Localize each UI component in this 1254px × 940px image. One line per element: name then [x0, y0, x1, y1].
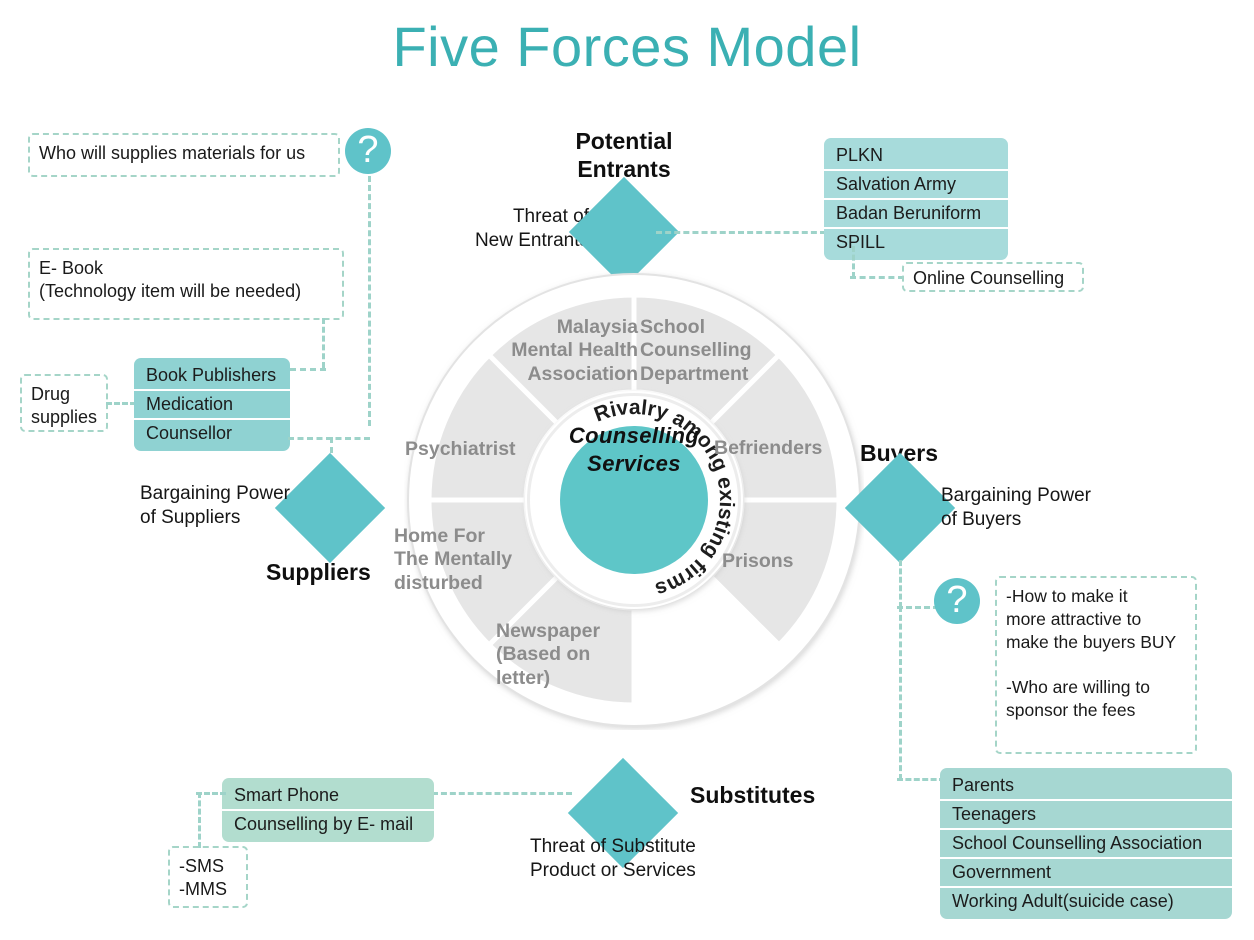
suppliers-drug-note: Drug supplies	[20, 374, 108, 432]
suppliers-items-box[interactable]: Book Publishers Medication Counsellor	[134, 358, 290, 451]
connector-sms-vertical	[198, 792, 201, 848]
buyers-diamond[interactable]	[844, 452, 956, 564]
list-item: Salvation Army	[824, 171, 1008, 200]
connector-ebook-vertical	[322, 318, 325, 368]
list-item: Counsellor	[146, 423, 233, 443]
wheel-segment-malaysia-mental-health-association: Malaysia Mental Health Association	[511, 316, 638, 385]
wheel-segment-psychiatrist: Psychiatrist	[405, 438, 516, 460]
connector-sms-horizontal	[196, 792, 226, 795]
wheel-segment-newspaper: Newspaper (Based on letter)	[496, 620, 601, 689]
suppliers-question-box: Who will supplies materials for us	[28, 133, 340, 177]
suppliers-heading: Suppliers	[266, 559, 371, 585]
connector-drug-horizontal	[106, 402, 136, 405]
connector-suppliers-question-vertical	[368, 176, 371, 426]
connector-suppliers-box-horizontal	[288, 437, 370, 440]
connector-buyers-list-vertical	[899, 606, 902, 780]
list-item: Medication	[134, 391, 290, 420]
wheel-segment-prisons: Prisons	[722, 550, 794, 572]
entrants-heading: Potential Entrants	[575, 128, 673, 182]
buyers-questions-box: -How to make it more attractive to make …	[995, 576, 1197, 754]
list-item: Smart Phone	[222, 782, 434, 811]
substitutes-sms-note: -SMS -MMS	[168, 846, 248, 908]
connector-buyers-diamond-vertical	[899, 560, 902, 608]
wheel-segment-befrienders: Befrienders	[714, 437, 823, 459]
connector-ebook-horizontal	[290, 368, 326, 371]
list-item: Government	[940, 859, 1232, 888]
substitutes-heading: Substitutes	[690, 782, 816, 808]
question-mark-icon-buyers: ?	[934, 578, 980, 624]
list-item: SPILL	[836, 232, 886, 252]
list-item: Book Publishers	[134, 362, 290, 391]
list-item: School Counselling Association	[940, 830, 1232, 859]
page-title: Five Forces Model	[392, 15, 862, 78]
list-item: Counselling by E- mail	[234, 814, 414, 834]
connector-substitutes-horizontal	[432, 792, 572, 795]
connector-online-counselling-horizontal	[850, 276, 904, 279]
entrants-online-counselling-note: Online Counselling	[902, 262, 1084, 292]
connector-buyers-list-horizontal	[897, 778, 945, 781]
wheel-segment-school-counselling-department: School Counselling Department	[640, 316, 752, 385]
wheel-center-label: Counselling Services	[568, 423, 700, 476]
wheel-svg: Rivalry among existing firms	[407, 273, 861, 727]
list-item: Teenagers	[940, 801, 1232, 830]
connector-online-counselling-vertical	[852, 246, 855, 278]
list-item: Badan Beruniform	[824, 200, 1008, 229]
suppliers-ebook-note: E- Book (Technology item will be needed)	[28, 248, 344, 320]
substitutes-threat-label: Threat of Substitute Product or Services	[530, 836, 696, 881]
question-mark-icon-suppliers: ?	[345, 128, 391, 174]
entrants-items-box[interactable]: PLKN Salvation Army Badan Beruniform SPI…	[824, 138, 1008, 260]
diamond-shape	[844, 452, 956, 564]
substitutes-items-box[interactable]: Smart Phone Counselling by E- mail	[222, 778, 434, 842]
list-item: PLKN	[824, 142, 1008, 171]
list-item: Working Adult(suicide case)	[952, 891, 1174, 911]
connector-buyers-question-horizontal	[897, 606, 939, 609]
suppliers-power-label: Bargaining Power of Suppliers	[140, 483, 290, 528]
rivalry-wheel: Rivalry among existing firms School Coun…	[394, 270, 864, 730]
buyers-items-box[interactable]: Parents Teenagers School Counselling Ass…	[940, 768, 1232, 919]
connector-entrants-horizontal	[656, 231, 826, 234]
list-item: Parents	[940, 772, 1232, 801]
wheel-segment-home-for-the-mentally-disturbed: Home For The Mentally disturbed	[394, 525, 513, 594]
buyers-power-label: Bargaining Power of Buyers	[941, 485, 1091, 530]
